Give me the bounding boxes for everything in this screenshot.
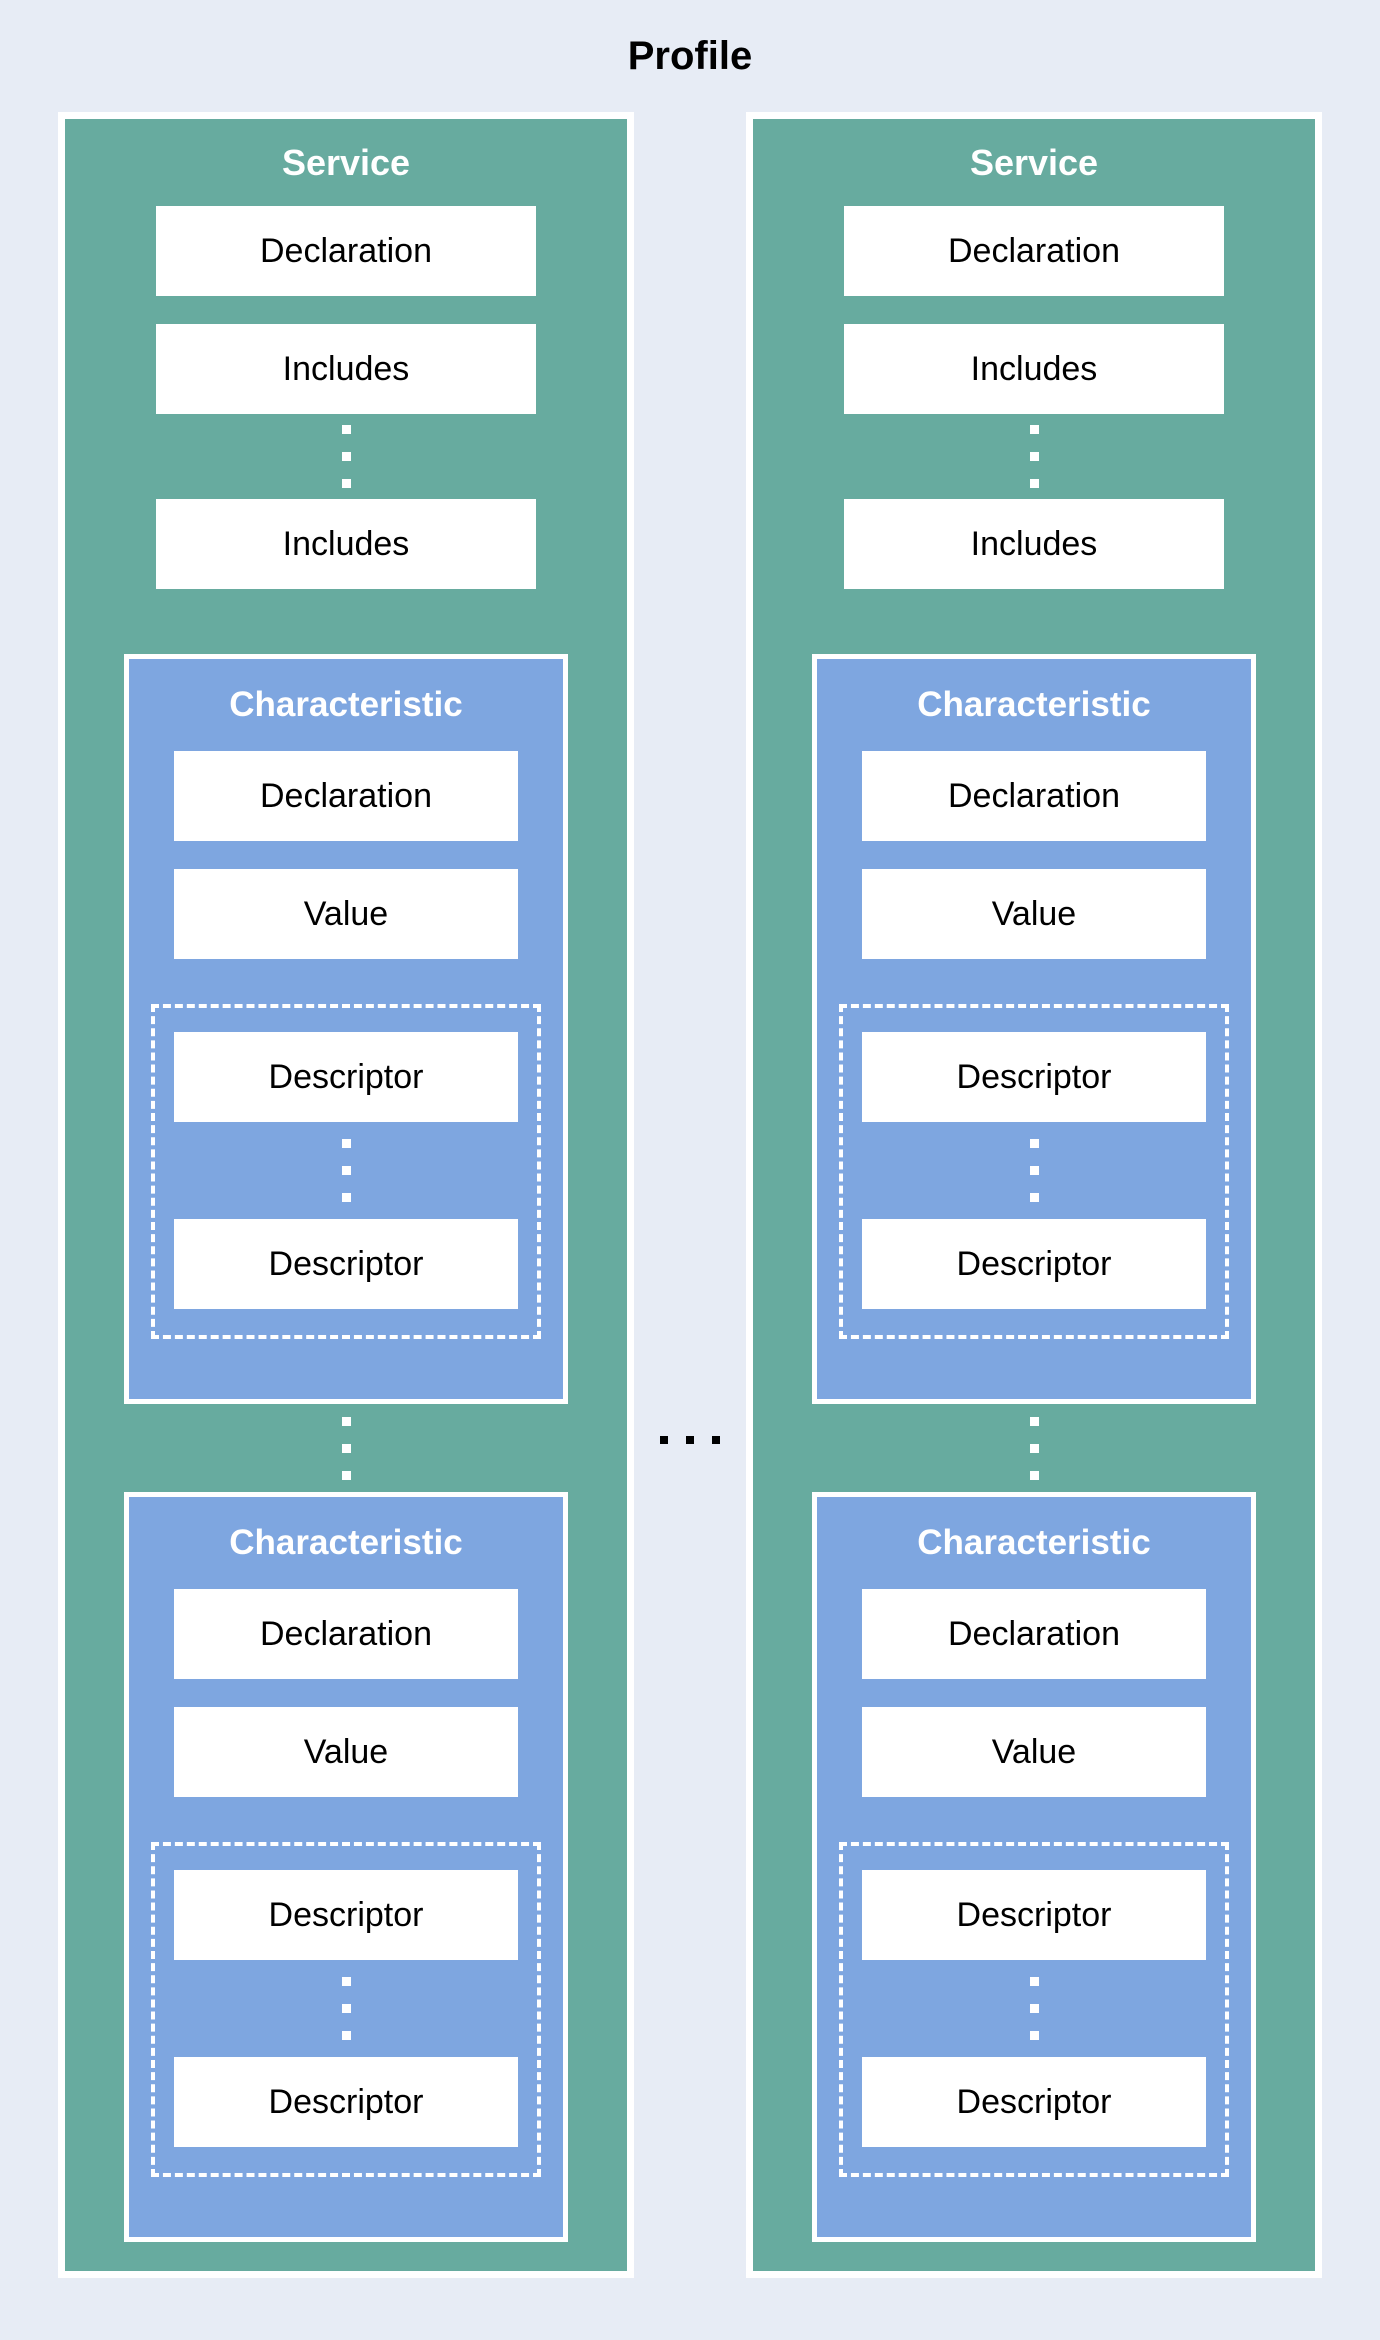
profile-title: Profile	[627, 33, 753, 78]
descriptor-group: Descriptor Descriptor	[151, 1004, 541, 1339]
ellipsis-dot	[1029, 1977, 1039, 1986]
ellipsis-dot	[341, 2004, 351, 2013]
vertical-ellipsis-icon	[341, 1960, 351, 2057]
ellipsis-dot	[1029, 1470, 1039, 1480]
horizontal-ellipsis-icon	[660, 1436, 720, 1444]
ellipsis-dot	[341, 1977, 351, 1986]
characteristic-title: Characteristic	[917, 685, 1151, 724]
ellipsis-dot	[341, 2031, 351, 2040]
ellipsis-dot	[341, 1443, 351, 1453]
ellipsis-dot	[341, 1139, 351, 1148]
characteristic-box: Characteristic Declaration Value Descrip…	[124, 654, 568, 1404]
service-declaration-box: Declaration	[844, 206, 1224, 296]
ellipsis-dot	[1029, 2031, 1039, 2040]
descriptor-group: Descriptor Descriptor	[839, 1842, 1229, 2177]
characteristic-box: Characteristic Declaration Value Descrip…	[812, 654, 1256, 1404]
characteristic-declaration-box: Declaration	[862, 751, 1206, 841]
vertical-ellipsis-icon	[1029, 414, 1039, 499]
descriptor-box: Descriptor	[862, 1870, 1206, 1960]
characteristic-box: Characteristic Declaration Value Descrip…	[124, 1492, 568, 2242]
service-box: Service Declaration Includes Includes Ch…	[58, 112, 634, 2278]
vertical-ellipsis-icon	[1029, 1122, 1039, 1219]
ellipsis-dot	[341, 1193, 351, 1202]
vertical-ellipsis-icon	[341, 1122, 351, 1219]
ellipsis-dot	[1029, 452, 1039, 461]
descriptor-box: Descriptor	[174, 1219, 518, 1309]
vertical-ellipsis-icon	[1029, 1960, 1039, 2057]
characteristic-title: Characteristic	[229, 685, 463, 724]
ellipsis-dot	[1029, 1193, 1039, 1202]
characteristic-value-box: Value	[174, 869, 518, 959]
characteristic-title: Characteristic	[229, 1523, 463, 1562]
descriptor-box: Descriptor	[862, 1032, 1206, 1122]
characteristic-declaration-box: Declaration	[862, 1589, 1206, 1679]
ellipsis-dot	[341, 1166, 351, 1175]
ellipsis-dot	[1029, 479, 1039, 488]
vertical-ellipsis-icon	[341, 414, 351, 499]
service-title: Service	[281, 141, 411, 183]
characteristic-declaration-box: Declaration	[174, 751, 518, 841]
services-row: Service Declaration Includes Includes Ch…	[0, 112, 1380, 2278]
vertical-ellipsis-icon	[1029, 1404, 1039, 1492]
service-declaration-box: Declaration	[156, 206, 536, 296]
ellipsis-dot	[1029, 2004, 1039, 2013]
characteristic-declaration-box: Declaration	[174, 1589, 518, 1679]
includes-box: Includes	[844, 499, 1224, 589]
vertical-ellipsis-icon	[341, 1404, 351, 1492]
ellipsis-dot	[1029, 1166, 1039, 1175]
ellipsis-dot	[341, 1470, 351, 1480]
ellipsis-dot	[341, 1416, 351, 1426]
descriptor-box: Descriptor	[174, 1032, 518, 1122]
ellipsis-dot	[686, 1436, 694, 1444]
ellipsis-dot	[712, 1436, 720, 1444]
characteristic-value-box: Value	[862, 869, 1206, 959]
service-box: Service Declaration Includes Includes Ch…	[746, 112, 1322, 2278]
descriptor-box: Descriptor	[174, 1870, 518, 1960]
ellipsis-dot	[341, 479, 351, 488]
characteristic-box: Characteristic Declaration Value Descrip…	[812, 1492, 1256, 2242]
ellipsis-dot	[341, 425, 351, 434]
descriptor-box: Descriptor	[862, 1219, 1206, 1309]
includes-box: Includes	[844, 324, 1224, 414]
ellipsis-dot	[341, 452, 351, 461]
descriptor-group: Descriptor Descriptor	[151, 1842, 541, 2177]
ellipsis-dot	[1029, 1416, 1039, 1426]
characteristic-value-box: Value	[862, 1707, 1206, 1797]
ellipsis-dot	[1029, 1139, 1039, 1148]
ellipsis-dot	[660, 1436, 668, 1444]
includes-box: Includes	[156, 499, 536, 589]
includes-box: Includes	[156, 324, 536, 414]
descriptor-box: Descriptor	[862, 2057, 1206, 2147]
ellipsis-dot	[1029, 1443, 1039, 1453]
characteristic-title: Characteristic	[917, 1523, 1151, 1562]
characteristic-value-box: Value	[174, 1707, 518, 1797]
descriptor-box: Descriptor	[174, 2057, 518, 2147]
descriptor-group: Descriptor Descriptor	[839, 1004, 1229, 1339]
service-title: Service	[969, 141, 1099, 183]
ellipsis-dot	[1029, 425, 1039, 434]
